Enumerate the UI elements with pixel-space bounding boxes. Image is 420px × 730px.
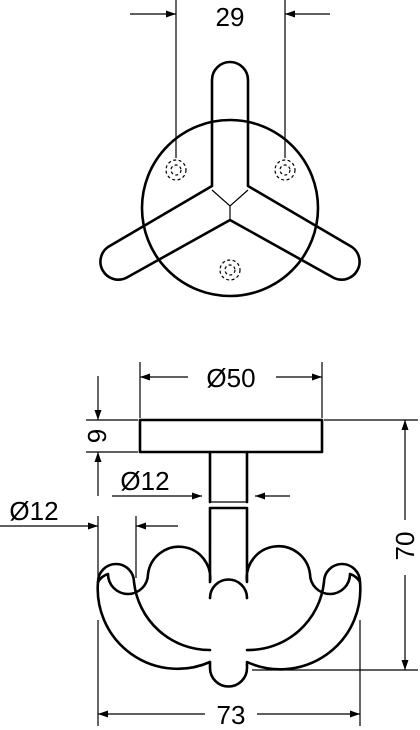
dim-label-overall-width: 73 — [217, 700, 246, 730]
hook-center-joint — [211, 189, 249, 220]
dim-label-base-diameter: Ø50 — [206, 363, 255, 393]
side-view: Ø50 9 Ø12 Ø12 70 73 — [0, 362, 420, 730]
screw-hole-left — [165, 159, 187, 181]
dim-label-arm-diameter: Ø12 — [9, 496, 58, 526]
hook-inner-right — [245, 562, 362, 652]
center-hook-arc — [208, 578, 249, 600]
dim-label-shaft-diameter: Ø12 — [120, 466, 169, 496]
base-plate-outline — [140, 118, 320, 298]
dim-label-hole-spacing: 29 — [216, 2, 245, 32]
shaft-side — [208, 450, 249, 504]
top-view: 29 — [99, 0, 361, 298]
screw-hole-right — [274, 159, 296, 181]
hook-inner-left — [96, 562, 212, 652]
base-plate-side — [138, 418, 324, 454]
dim-label-base-thickness: 9 — [82, 429, 112, 443]
dim-label-overall-height: 70 — [390, 532, 420, 561]
screw-hole-bottom — [219, 259, 241, 281]
hooks-side-outline — [96, 506, 362, 688]
hook-arms-outline — [99, 60, 361, 281]
